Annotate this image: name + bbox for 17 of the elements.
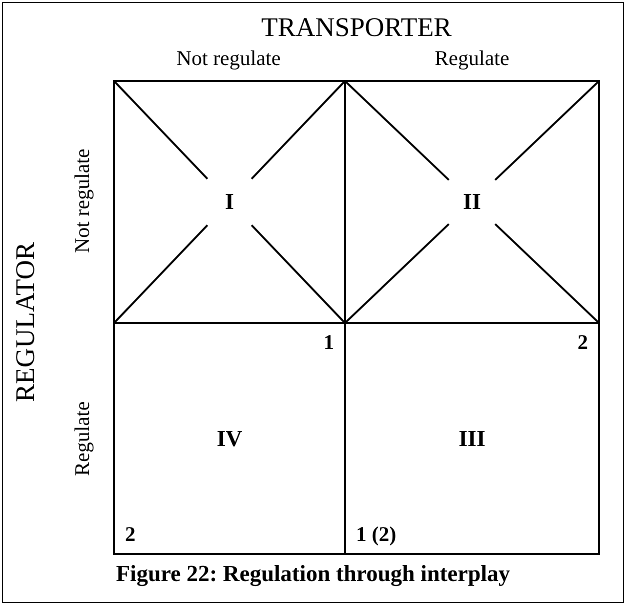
row-header: Regulate — [70, 400, 95, 478]
column-header: Not regulate — [175, 46, 282, 71]
corner-number: 2 — [578, 330, 588, 355]
row-header: Not regulate — [70, 148, 95, 256]
corner-number: 2 — [125, 522, 136, 547]
quadrant-numeral: III — [458, 424, 486, 452]
corner-number: 1 — [324, 330, 334, 355]
quadrant-numeral: II — [462, 188, 482, 216]
axis-title: TRANSPORTER — [260, 12, 453, 43]
quadrant-numeral: IV — [216, 424, 244, 452]
column-header: Regulate — [434, 46, 510, 71]
figure-caption: Figure 22: Regulation through interplay — [115, 561, 511, 587]
matrix-cell — [113, 322, 346, 555]
matrix-cell — [344, 322, 600, 555]
corner-number: 1 (2) — [356, 522, 396, 547]
axis-title: REGULATOR — [10, 241, 41, 404]
quadrant-numeral: I — [224, 188, 235, 216]
